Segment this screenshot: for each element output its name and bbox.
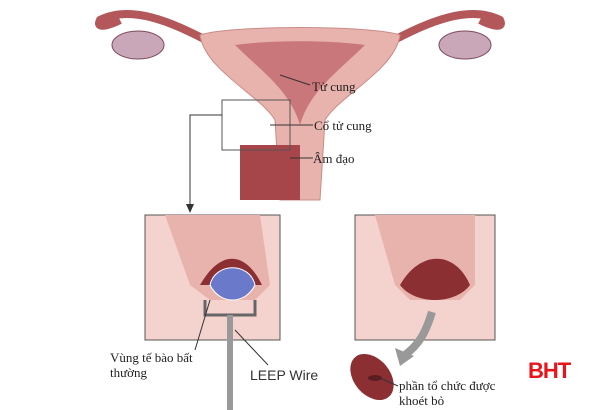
left-fallopian-tube	[95, 10, 217, 49]
removed-tissue-center	[368, 375, 382, 381]
right-ovary	[438, 30, 492, 60]
label-vagina: Âm đạo	[313, 151, 355, 166]
zoom-arrow	[189, 114, 222, 210]
bht-logo: BHT	[528, 358, 571, 383]
panel-leep-procedure	[144, 214, 281, 410]
right-fallopian-tube	[383, 10, 505, 49]
panel-after-excision	[354, 214, 496, 366]
label-removed-tissue: phần tổ chức được khoét bỏ	[399, 378, 496, 408]
vagina-tissue	[240, 145, 300, 200]
label-uterus: Tử cung	[312, 79, 356, 94]
label-cervix: Cổ tử cung	[314, 118, 372, 133]
removed-tissue-leader	[379, 377, 399, 387]
arrow-head	[186, 204, 194, 213]
label-leep-wire: LEEP Wire	[250, 367, 319, 383]
label-abnormal-cells: Vùng tế bào bất thường	[110, 350, 193, 380]
uterine-cavity	[235, 41, 365, 125]
left-ovary	[111, 30, 165, 60]
uterus-leader	[279, 74, 311, 86]
